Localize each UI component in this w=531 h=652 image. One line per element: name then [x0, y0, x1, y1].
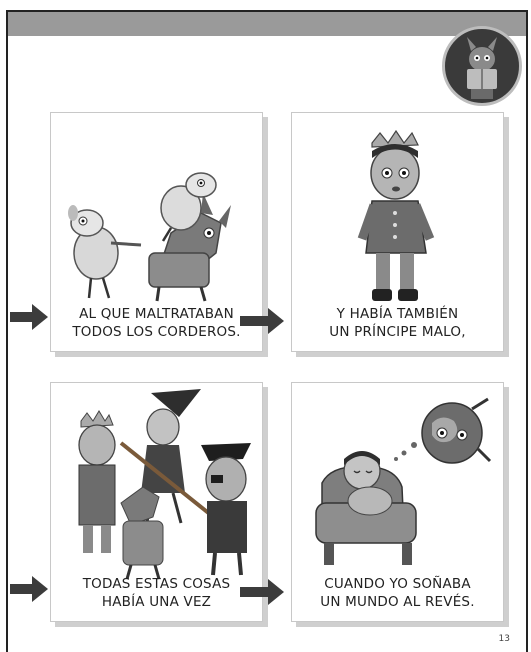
- arrow-right-icon: [240, 579, 284, 605]
- comic-panel-prince: Y HABÍA TAMBIÉN UN PRÍNCIPE MALO,: [291, 112, 504, 352]
- comic-panel-characters: TODAS ESTAS COSAS HABÍA UNA VEZ: [50, 382, 263, 622]
- arrow-right-icon: [240, 308, 284, 334]
- reading-badge-icon: [442, 26, 522, 106]
- comic-panel-dreaming-boy: CUANDO YO SOÑABA UN MUNDO AL REVÉS.: [291, 382, 504, 622]
- panel-caption: AL QUE MALTRATABAN TODOS LOS CORDEROS.: [72, 306, 241, 340]
- dreaming-boy-illustration: [315, 397, 492, 565]
- story-characters-illustration: [78, 389, 251, 580]
- bad-prince-illustration: [357, 129, 435, 301]
- panel-caption: Y HABÍA TAMBIÉN UN PRÍNCIPE MALO,: [329, 306, 466, 340]
- comic-panel-sheep-wolf: AL QUE MALTRATABAN TODOS LOS CORDEROS.: [50, 112, 263, 352]
- top-bar: [8, 12, 526, 36]
- arrow-right-icon: [10, 304, 48, 330]
- panel-caption: CUANDO YO SOÑABA UN MUNDO AL REVÉS.: [320, 576, 475, 610]
- page-number: 13: [498, 634, 510, 644]
- arrow-right-icon: [10, 576, 48, 602]
- page-frame: AL QUE MALTRATABAN TODOS LOS CORDEROS. Y…: [6, 10, 528, 652]
- sheep-and-wolf-illustration: [68, 172, 231, 302]
- panel-caption: TODAS ESTAS COSAS HABÍA UNA VEZ: [82, 576, 231, 610]
